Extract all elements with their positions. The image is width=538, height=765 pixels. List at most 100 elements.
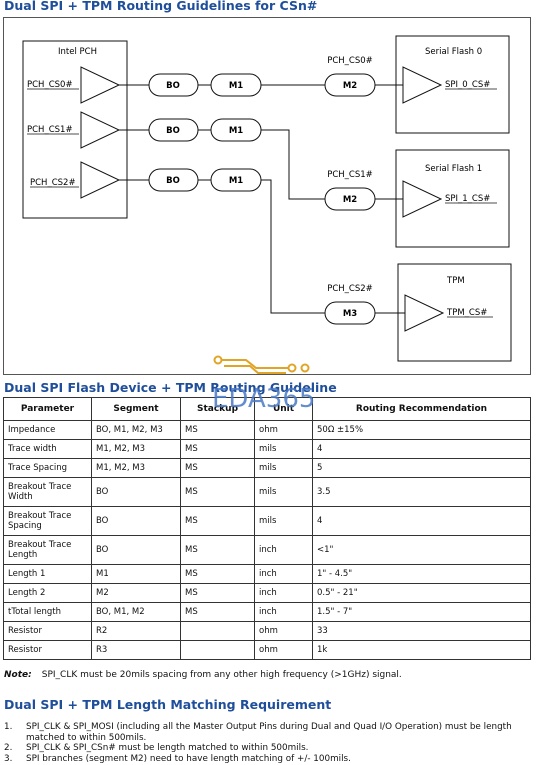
cell-parameter: Resistor <box>3 621 92 641</box>
cell-stackup: MS <box>180 583 255 603</box>
net-label-cs0: PCH_CS0# <box>327 56 373 66</box>
cell-stackup: MS <box>180 535 255 565</box>
net-label-cs2: PCH_CS2# <box>327 284 373 294</box>
segment-bo-0 <box>148 73 199 97</box>
segment-m1-2 <box>210 168 262 192</box>
segment-m2-1 <box>324 187 376 211</box>
input-label-cs1: PCH_CS1# <box>27 125 73 135</box>
cell-recommendation: 1.5" - 7" <box>312 602 531 622</box>
cell-segment: BO, M1, M2 <box>91 602 181 622</box>
cell-segment: M1, M2, M3 <box>91 439 181 459</box>
segment-m1-0 <box>210 73 262 97</box>
segment-m2-0 <box>324 73 376 97</box>
cell-stackup: MS <box>180 564 255 584</box>
requirements-list: 1. SPI_CLK & SPI_MOSI (including all the … <box>4 722 529 764</box>
serial-flash-0-name: Serial Flash 0 <box>425 47 482 57</box>
header-parameter: Parameter <box>3 397 92 421</box>
segment-label: M2 <box>343 195 357 205</box>
segment-label: M1 <box>229 176 243 186</box>
cell-unit: mils <box>254 506 313 536</box>
cell-parameter: Length 2 <box>3 583 92 603</box>
header-stackup: Stackup <box>180 397 255 421</box>
pch-buffer-1 <box>80 111 121 149</box>
cell-unit: mils <box>254 477 313 507</box>
cell-parameter: Breakout Trace Length <box>3 535 92 565</box>
segment-bo-1 <box>148 118 199 142</box>
segment-label: M2 <box>343 81 357 91</box>
cell-recommendation: 3.5 <box>312 477 531 507</box>
cell-stackup: MS <box>180 506 255 536</box>
routing-diagram: Intel PCH PCH_CS0# PCH_CS1# PCH_CS2# <box>3 17 531 375</box>
serial-flash-1-box <box>395 149 510 248</box>
cell-recommendation: 1" - 4.5" <box>312 564 531 584</box>
header-segment: Segment <box>91 397 181 421</box>
cell-segment: BO <box>91 477 181 507</box>
segment-label: BO <box>166 81 180 91</box>
header-unit: Unit <box>254 397 313 421</box>
cell-segment: R2 <box>91 621 181 641</box>
serial-flash-1-name: Serial Flash 1 <box>425 164 482 174</box>
cell-unit: ohm <box>254 621 313 641</box>
cell-recommendation: 5 <box>312 458 531 478</box>
cell-recommendation: 1k <box>312 640 531 660</box>
cell-parameter: Breakout Trace Width <box>3 477 92 507</box>
segment-label: BO <box>166 176 180 186</box>
list-text: SPI_CLK & SPI_MOSI (including all the Ma… <box>26 722 512 743</box>
cell-segment: BO, M1, M2, M3 <box>91 420 181 440</box>
cell-parameter: Breakout Trace Spacing <box>3 506 92 536</box>
cell-unit: ohm <box>254 640 313 660</box>
cell-stackup: MS <box>180 602 255 622</box>
cell-stackup: MS <box>180 477 255 507</box>
table-title: Dual SPI Flash Device + TPM Routing Guid… <box>4 380 337 395</box>
flash0-pin: SPI_0_CS# <box>445 80 490 90</box>
watermark-text: EDA365 <box>212 384 315 412</box>
segment-m3-2 <box>324 301 376 325</box>
tpm-buffer <box>404 294 445 332</box>
segment-bo-2 <box>148 168 199 192</box>
matching-title: Dual SPI + TPM Length Matching Requireme… <box>4 697 332 712</box>
tpm-box <box>397 263 512 362</box>
list-text: SPI_CLK & SPI_CSn# must be length matche… <box>26 743 309 753</box>
segment-label: M1 <box>229 126 243 136</box>
tpm-name: TPM <box>446 276 465 286</box>
cell-unit: ohm <box>254 420 313 440</box>
cell-recommendation: 0.5" - 21" <box>312 583 531 603</box>
cell-recommendation: 4 <box>312 506 531 536</box>
diagram-title: Dual SPI + TPM Routing Guidelines for CS… <box>4 0 318 13</box>
cell-segment: R3 <box>91 640 181 660</box>
flash1-buffer <box>402 180 443 218</box>
list-text: SPI branches (segment M2) need to have l… <box>26 753 351 764</box>
cell-unit: mils <box>254 439 313 459</box>
eda365-watermark: EDA365 <box>212 355 315 412</box>
tpm-pin: TPM_CS# <box>446 308 487 318</box>
list-number: 2. <box>4 743 13 753</box>
cell-stackup: MS <box>180 439 255 459</box>
header-routing: Routing Recommendation <box>312 397 531 421</box>
note-label: Note: <box>4 670 32 680</box>
cell-unit: inch <box>254 535 313 565</box>
cell-unit: inch <box>254 602 313 622</box>
cell-recommendation: 50Ω ±15% <box>312 420 531 440</box>
note-text: SPI_CLK must be 20mils spacing from any … <box>41 670 402 680</box>
flash1-pin: SPI_1_CS# <box>445 194 490 204</box>
pch-buffer-2 <box>80 161 121 199</box>
cell-segment: M1 <box>91 564 181 584</box>
cell-segment: M1, M2, M3 <box>91 458 181 478</box>
cell-stackup: MS <box>180 420 255 440</box>
list-number: 1. <box>4 722 13 732</box>
cell-segment: M2 <box>91 583 181 603</box>
cell-stackup <box>180 640 255 660</box>
segment-label: M1 <box>229 81 243 91</box>
input-label-cs0: PCH_CS0# <box>27 80 73 90</box>
cell-unit: inch <box>254 583 313 603</box>
segment-label: M3 <box>343 309 357 319</box>
